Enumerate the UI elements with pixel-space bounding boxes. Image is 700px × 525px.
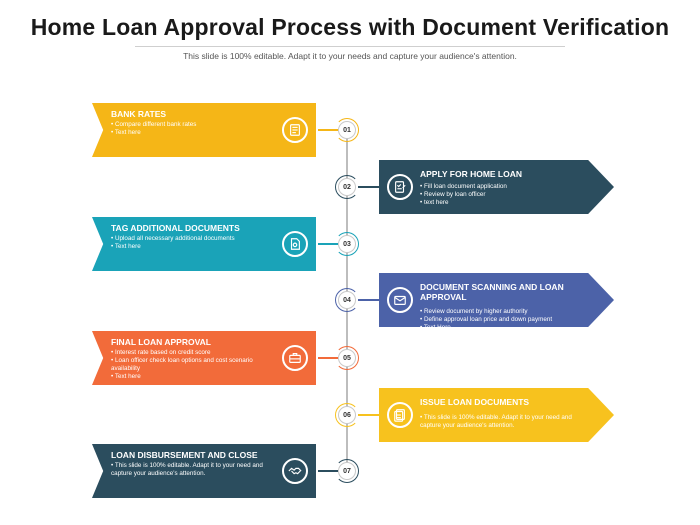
application-form-icon (387, 174, 413, 200)
step-number-node: 06 (335, 403, 359, 427)
step-bullet: Text here (111, 373, 271, 381)
step-01: BANK RATES Compare different bank ratesTe… (92, 103, 316, 157)
step-connector (318, 470, 338, 472)
loan-documents-icon (387, 402, 413, 428)
step-title: APPLY FOR HOME LOAN (420, 169, 523, 179)
step-bullet: Text Here (420, 324, 590, 327)
step-number-node: 07 (335, 459, 359, 483)
page-title: Home Loan Approval Process with Document… (30, 14, 670, 40)
step-connector (318, 129, 338, 131)
step-bullets: This slide is 100% editable. Adapt it to… (420, 414, 590, 430)
step-bullet: Fill loan document application (420, 183, 590, 191)
step-title: DOCUMENT SCANNING AND LOAN APPROVAL (420, 282, 564, 302)
step-04: DOCUMENT SCANNING AND LOAN APPROVAL Revie… (379, 273, 614, 327)
bank-rates-icon (282, 117, 308, 143)
step-title: LOAN DISBURSEMENT AND CLOSE (111, 450, 258, 460)
step-number-node: 04 (335, 288, 359, 312)
step-bullet: text here (420, 199, 590, 207)
step-bullet: Compare different bank rates (111, 121, 271, 129)
step-connector (318, 357, 338, 359)
step-title: BANK RATES (111, 109, 167, 119)
step-bullet: Interest rate based on credit score (111, 349, 271, 357)
step-bullet: This slide is 100% editable. Adapt it to… (420, 414, 590, 430)
step-bullets: Interest rate based on credit scoreLoan … (111, 349, 271, 381)
envelope-icon (387, 287, 413, 313)
step-bullet: Text here (111, 243, 271, 251)
step-bullet: Review document by higher authority (420, 308, 590, 316)
step-bullet: Loan officer check loan options and cost… (111, 357, 271, 373)
step-07: LOAN DISBURSEMENT AND CLOSE This slide is… (92, 444, 316, 498)
step-number-node: 03 (335, 232, 359, 256)
step-bullet: Define approval loan price and down paym… (420, 316, 590, 324)
step-05: FINAL LOAN APPROVAL Interest rate based o… (92, 331, 316, 385)
step-title: TAG ADDITIONAL DOCUMENTS (111, 223, 240, 233)
step-02: APPLY FOR HOME LOAN Fill loan document ap… (379, 160, 614, 214)
step-bullet: Upload all necessary additional document… (111, 235, 271, 243)
briefcase-icon (282, 345, 308, 371)
step-bullets: Compare different bank ratesText here (111, 121, 271, 137)
step-connector (358, 299, 379, 301)
title-divider (135, 46, 565, 47)
step-connector (358, 186, 379, 188)
document-tag-icon (282, 231, 308, 257)
step-number-node: 05 (335, 346, 359, 370)
step-connector (358, 414, 379, 416)
step-title: ISSUE LOAN DOCUMENTS (420, 397, 530, 407)
step-bullet: Review by loan officer (420, 191, 590, 199)
step-title: FINAL LOAN APPROVAL (111, 337, 211, 347)
step-bullets: This slide is 100% editable. Adapt it to… (111, 462, 271, 478)
step-number-node: 01 (335, 118, 359, 142)
step-bullet: This slide is 100% editable. Adapt it to… (111, 462, 271, 478)
step-number-node: 02 (335, 175, 359, 199)
step-bullets: Upload all necessary additional document… (111, 235, 271, 251)
page-subtitle: This slide is 100% editable. Adapt it to… (183, 51, 517, 61)
handshake-icon (282, 458, 308, 484)
step-bullets: Fill loan document applicationReview by … (420, 183, 590, 207)
step-06: ISSUE LOAN DOCUMENTS This slide is 100% e… (379, 388, 614, 442)
step-connector (318, 243, 338, 245)
step-bullet: Text here (111, 129, 271, 137)
step-bullets: Review document by higher authorityDefin… (420, 308, 590, 327)
step-03: TAG ADDITIONAL DOCUMENTS Upload all neces… (92, 217, 316, 271)
